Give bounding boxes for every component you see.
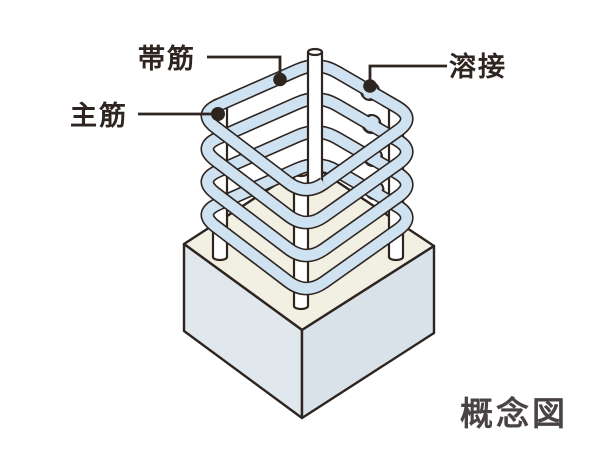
hoop-band [200, 92, 414, 230]
leader-line-weld [368, 64, 447, 81]
base-right-face [300, 244, 436, 420]
label-hoop: 帯筋 [138, 43, 196, 74]
rebar-top-cap [306, 47, 324, 57]
label-main-bar: 主筋 [70, 100, 128, 131]
leader-line-hoop [207, 55, 282, 76]
main-rebar-back [306, 47, 324, 185]
label-weld: 溶接 [449, 51, 507, 82]
label-dot-hoop [273, 72, 287, 87]
leader-lines [138, 55, 447, 116]
label-dot-weld [363, 79, 377, 93]
leader-dots [211, 72, 377, 121]
caption: 概念図 [460, 395, 568, 432]
hoop-band-front-corner [284, 176, 328, 197]
label-dot-main-bar [211, 107, 225, 121]
weld-bump-fill [364, 116, 379, 132]
